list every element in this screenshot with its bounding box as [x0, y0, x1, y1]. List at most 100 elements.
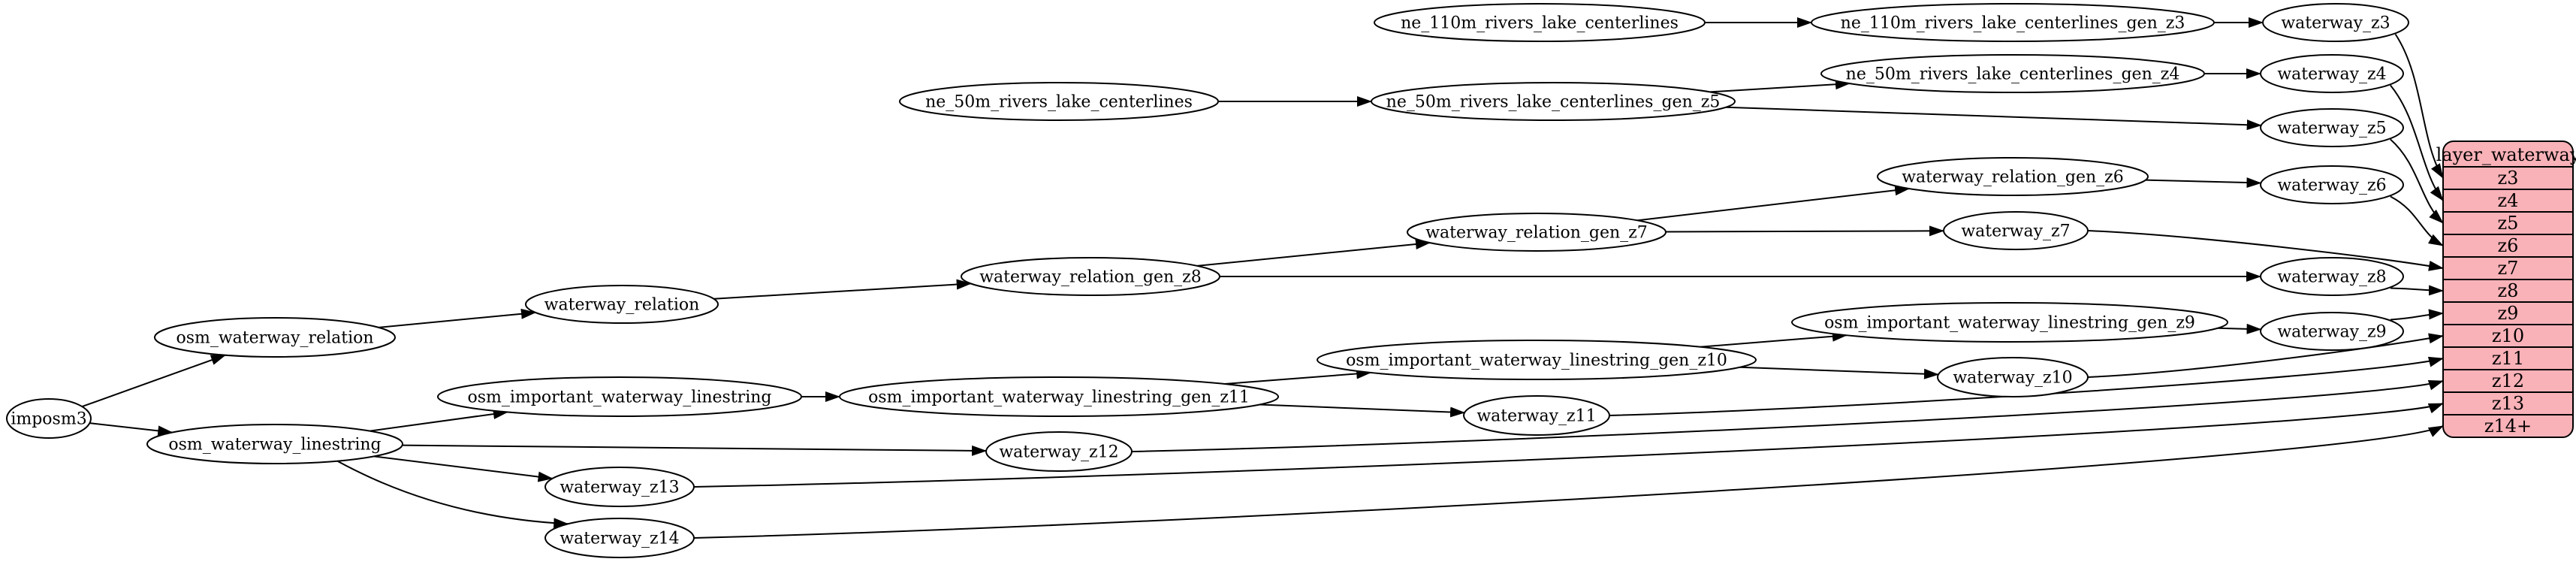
edge-ne_50m_rivers_lake_centerlines_gen_z5-to-waterway_z5 [1725, 106, 2262, 131]
edge-osm_important_waterway_linestring_gen_z10-to-waterway_z10 [1739, 366, 1939, 379]
edge-waterway_z13-to-layer_waterway-z13 [693, 403, 2444, 488]
node-ellipse [1811, 3, 2215, 42]
node-waterway_relation_gen_z7: waterway_relation_gen_z7 [1407, 213, 1667, 252]
node-ellipse [525, 285, 719, 324]
edge-imposm3-to-osm_waterway_relation [81, 354, 226, 408]
node-ellipse [985, 431, 1133, 472]
table-row-z6: z6 [2498, 235, 2519, 256]
node-ellipse [2260, 312, 2404, 351]
node-waterway_z5: waterway_z5 [2260, 108, 2404, 147]
node-ellipse [437, 376, 802, 417]
node-ellipse [1374, 3, 1706, 42]
node-label: waterway_z11 [1477, 407, 1596, 426]
node-label: waterway_z13 [560, 479, 679, 497]
layer-waterway-table: layer_waterwayz3z4z5z6z7z8z9z10z11z12z13… [2436, 140, 2576, 438]
node-waterway_z11: waterway_z11 [1463, 395, 1610, 436]
node-label: ne_110m_rivers_lake_centerlines [1401, 14, 1679, 33]
edge-waterway_relation_gen_z8-to-waterway_relation_gen_z7 [1196, 239, 1431, 267]
node-label: waterway_z14 [560, 530, 679, 548]
node-label: ne_50m_rivers_lake_centerlines_gen_z5 [1386, 93, 1721, 112]
node-label: waterway_relation_gen_z7 [1425, 224, 1648, 243]
node-ellipse [2260, 108, 2404, 147]
node-ellipse [1943, 211, 2089, 250]
edge-osm_important_waterway_linestring_gen_z9-to-waterway_z9 [2217, 323, 2262, 334]
edge-osm_waterway_linestring-to-osm_important_waterway_linestring [370, 409, 508, 432]
table-row-label: z9 [2498, 303, 2519, 324]
node-ellipse [1820, 54, 2205, 93]
node-label: waterway_z8 [2277, 268, 2386, 287]
edge-waterway_z10-to-layer_waterway-z10 [2087, 333, 2444, 378]
edge-waterway_relation_gen_z6-to-waterway_z6 [2145, 177, 2262, 189]
edge-waterway_relation-to-waterway_relation_gen_z8 [713, 279, 972, 300]
edge-osm_important_waterway_linestring_gen_z10-to-osm_important_waterway_linestring_gen_z9 [1700, 331, 1848, 348]
node-ellipse [2260, 54, 2404, 93]
node-ellipse [2262, 3, 2409, 42]
node-ne_50m_rivers_lake_centerlines: ne_50m_rivers_lake_centerlines [899, 82, 1219, 121]
table-row-label: z12 [2492, 370, 2524, 391]
table-row-label: z7 [2498, 258, 2519, 279]
node-label: waterway_z5 [2277, 119, 2386, 138]
edge-waterway_z4-to-layer_waterway-z4 [2390, 84, 2444, 201]
table-row-z12: z12 [2492, 370, 2524, 391]
node-label: ne_50m_rivers_lake_centerlines [925, 93, 1193, 112]
node-osm_important_waterway_linestring_gen_z10: osm_important_waterway_linestring_gen_z1… [1317, 340, 1757, 380]
node-label: waterway_z4 [2277, 65, 2386, 84]
edge-waterway_z3-to-layer_waterway-z3 [2394, 33, 2444, 179]
edge-waterway_z9-to-layer_waterway-z9 [2390, 309, 2444, 321]
node-ellipse [544, 467, 695, 507]
node-ellipse [544, 518, 695, 558]
node-label: osm_waterway_relation [176, 329, 373, 348]
node-ellipse [1877, 157, 2149, 196]
node-ellipse [1791, 302, 2228, 343]
node-waterway_z7: waterway_z7 [1943, 211, 2089, 250]
node-ellipse [2260, 165, 2404, 204]
node-ellipse [899, 82, 1219, 121]
edge-waterway_z5-to-layer_waterway-z5 [2390, 138, 2444, 224]
table-row-label: z8 [2498, 280, 2519, 301]
node-label: osm_waterway_linestring [168, 436, 381, 455]
edge-waterway_z14-to-layer_waterway-z14+ [693, 425, 2444, 539]
table-row-z8: z8 [2498, 280, 2519, 301]
node-osm_waterway_relation: osm_waterway_relation [154, 317, 396, 358]
node-ne_50m_rivers_lake_centerlines_gen_z4: ne_50m_rivers_lake_centerlines_gen_z4 [1820, 54, 2205, 93]
table-row-z5: z5 [2498, 213, 2519, 234]
node-osm_important_waterway_linestring_gen_z9: osm_important_waterway_linestring_gen_z9 [1791, 302, 2228, 343]
node-ellipse [2260, 257, 2404, 296]
node-ellipse [154, 317, 396, 358]
node-ellipse [1407, 213, 1667, 252]
node-waterway_z10: waterway_z10 [1937, 357, 2089, 397]
node-waterway_relation_gen_z6: waterway_relation_gen_z6 [1877, 157, 2149, 196]
node-label: imposm3 [11, 410, 86, 429]
table-row-z7: z7 [2498, 258, 2519, 279]
node-label: waterway_relation_gen_z8 [979, 268, 1202, 287]
table-row-z9: z9 [2498, 303, 2519, 324]
node-ne_110m_rivers_lake_centerlines_gen_z3: ne_110m_rivers_lake_centerlines_gen_z3 [1811, 3, 2215, 42]
node-label: ne_110m_rivers_lake_centerlines_gen_z3 [1841, 14, 2185, 33]
node-waterway_z12: waterway_z12 [985, 431, 1133, 472]
edge-osm_waterway_linestring-to-waterway_z14 [336, 460, 569, 529]
node-ne_110m_rivers_lake_centerlines: ne_110m_rivers_lake_centerlines [1374, 3, 1706, 42]
node-waterway_relation_gen_z8: waterway_relation_gen_z8 [961, 257, 1220, 296]
table-row-z4: z4 [2498, 190, 2519, 211]
node-label: waterway_z6 [2277, 177, 2386, 195]
node-label: waterway_z9 [2277, 323, 2386, 342]
node-ellipse [1371, 82, 1736, 121]
table-row-z13: z13 [2492, 393, 2524, 414]
node-label: waterway_z10 [1953, 369, 2072, 388]
edge-waterway_relation_gen_z7-to-waterway_relation_gen_z6 [1636, 185, 1911, 222]
table-row-label: z6 [2498, 235, 2519, 256]
edge-waterway_z7-to-layer_waterway-z7 [2087, 230, 2444, 271]
node-waterway_relation: waterway_relation [525, 285, 719, 324]
node-waterway_z13: waterway_z13 [544, 467, 695, 507]
table-row-label: z11 [2492, 348, 2524, 369]
table-row-z10: z10 [2492, 325, 2524, 346]
edges-layer [81, 17, 2444, 539]
table-row-label: z3 [2498, 168, 2519, 189]
node-ellipse [961, 257, 1220, 296]
edge-waterway_z12-to-layer_waterway-z12 [1131, 379, 2444, 452]
node-waterway_z3: waterway_z3 [2262, 3, 2409, 42]
node-osm_important_waterway_linestring: osm_important_waterway_linestring [437, 376, 802, 417]
table-row-z14+: z14+ [2484, 415, 2532, 437]
